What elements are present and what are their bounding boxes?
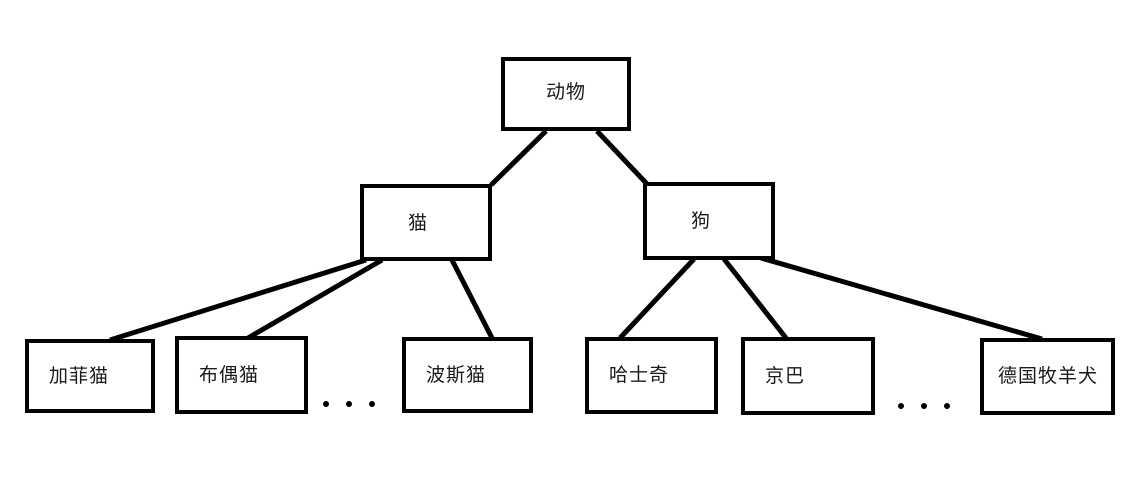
edge-dog-to-german-shepherd bbox=[760, 255, 1043, 342]
ellipsis-dot bbox=[369, 401, 375, 407]
node-persian-label: 波斯猫 bbox=[426, 363, 487, 386]
node-cat[interactable]: 猫 bbox=[360, 184, 492, 261]
edge-dog-to-husky bbox=[618, 257, 696, 340]
ellipsis-dot bbox=[323, 401, 329, 407]
node-pekingese-label: 京巴 bbox=[765, 364, 806, 387]
edge-cat-to-garfield bbox=[109, 257, 367, 343]
node-dog-label: 狗 bbox=[691, 210, 712, 232]
node-german-shepherd-label: 德国牧羊犬 bbox=[998, 365, 1099, 387]
cat-siblings-ellipsis bbox=[323, 401, 375, 407]
node-husky[interactable]: 哈士奇 bbox=[585, 337, 718, 414]
node-animal[interactable]: 动物 bbox=[501, 57, 631, 131]
dog-siblings-ellipsis bbox=[898, 403, 950, 409]
node-dog[interactable]: 狗 bbox=[643, 182, 775, 260]
edge-dog-to-pekingese bbox=[722, 257, 788, 340]
ellipsis-dot bbox=[346, 401, 352, 407]
node-persian[interactable]: 波斯猫 bbox=[402, 337, 533, 413]
edge-animal-to-dog bbox=[595, 129, 649, 186]
ellipsis-dot bbox=[898, 403, 904, 409]
node-ragdoll[interactable]: 布偶猫 bbox=[175, 336, 308, 414]
node-husky-label: 哈士奇 bbox=[609, 364, 670, 386]
ellipsis-dot bbox=[921, 403, 927, 409]
ellipsis-dot bbox=[944, 403, 950, 409]
node-garfield-label: 加菲猫 bbox=[49, 364, 110, 387]
node-garfield[interactable]: 加菲猫 bbox=[25, 339, 155, 413]
node-german-shepherd[interactable]: 德国牧羊犬 bbox=[980, 338, 1115, 415]
node-pekingese[interactable]: 京巴 bbox=[741, 337, 875, 415]
node-ragdoll-label: 布偶猫 bbox=[199, 363, 260, 386]
node-cat-label: 猫 bbox=[408, 212, 429, 234]
edge-cat-to-persian bbox=[449, 258, 495, 340]
node-animal-label: 动物 bbox=[545, 81, 586, 103]
edge-animal-to-cat bbox=[489, 129, 548, 187]
edge-cat-to-ragdoll bbox=[246, 257, 384, 341]
